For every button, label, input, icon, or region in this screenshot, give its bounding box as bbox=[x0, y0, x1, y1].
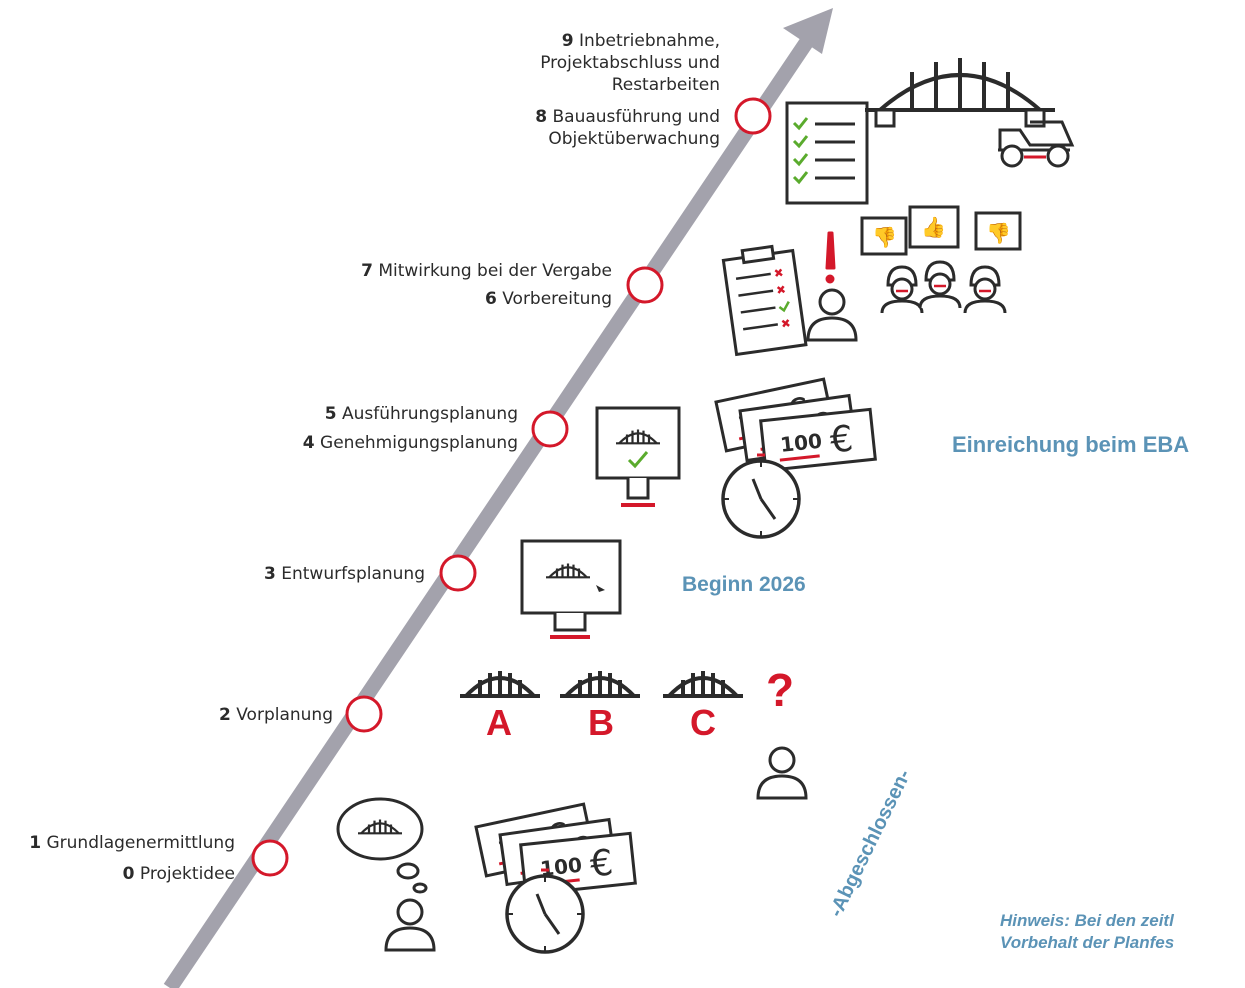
bridge-icon-variant-c bbox=[661, 669, 745, 698]
variant-label-a: A bbox=[486, 702, 512, 743]
phase-marker-3 bbox=[439, 554, 477, 592]
phase-text-7: Mitwirkung bei der Vergabe bbox=[378, 261, 612, 281]
speech-bubbles-icon: 👎 👍 👎 bbox=[860, 205, 1022, 256]
phase-number-3: 3 bbox=[264, 564, 276, 584]
phase-text-3: Entwurfsplanung bbox=[281, 564, 425, 584]
bridge-icon-variant-b bbox=[558, 669, 642, 698]
svg-text:👎: 👎 bbox=[986, 221, 1011, 245]
phase-text-0: Projektidee bbox=[139, 864, 235, 884]
exclamation-icon bbox=[825, 231, 836, 284]
svg-text:👍: 👍 bbox=[921, 215, 946, 239]
phase-number-8: 8 bbox=[535, 107, 548, 127]
phase-text-9-line2: Projektabschluss und bbox=[540, 53, 720, 73]
phase-label-7: 7 Mitwirkung bei der Vergabe bbox=[361, 260, 612, 282]
worker-icon-3 bbox=[963, 265, 1007, 315]
phase-text-1: Grundlagenermittlung bbox=[46, 833, 236, 853]
worker-icon-2 bbox=[918, 260, 962, 310]
phase-label-1: 1 Grundlagenermittlung bbox=[29, 832, 235, 854]
phase-label-8: 8 Bauausführung und Objektüberwachung bbox=[535, 106, 720, 150]
phase-label-4: 4 Genehmigungsplanung bbox=[303, 432, 518, 454]
svg-text:👎: 👎 bbox=[872, 225, 897, 249]
phase-text-4: Genehmigungsplanung bbox=[320, 433, 518, 453]
clipboard-icon bbox=[721, 244, 808, 357]
variant-label-c: C bbox=[690, 702, 716, 743]
bridge-icon-construction bbox=[865, 58, 1055, 128]
phase-label-9: 9 Inbetriebnahme, Projektabschluss und R… bbox=[540, 30, 720, 96]
phase-text-8: Bauausführung und bbox=[552, 107, 720, 127]
phase-number-9: 9 bbox=[561, 31, 574, 51]
phase-label-5: 5 Ausführungsplanung bbox=[325, 403, 518, 425]
bridge-icon-variant-a bbox=[458, 669, 542, 698]
phase-text-9: Inbetriebnahme, bbox=[578, 31, 720, 51]
phase-number-5: 5 bbox=[324, 404, 337, 424]
note-start-2026: Beginn 2026 bbox=[682, 573, 806, 596]
person-icon-deciding bbox=[756, 746, 808, 800]
worker-icon-1 bbox=[880, 265, 924, 315]
money-bills-icon-2 bbox=[714, 377, 877, 473]
phase-marker-6-7 bbox=[626, 266, 664, 304]
phase-marker-2 bbox=[345, 695, 383, 733]
hint-line-2: Vorbehalt der Planfes bbox=[1000, 933, 1175, 952]
phase-text-9-line3: Restarbeiten bbox=[611, 75, 720, 95]
phase-number-4: 4 bbox=[302, 433, 315, 453]
phase-marker-0-1 bbox=[251, 839, 289, 877]
person-icon-idea bbox=[384, 898, 436, 952]
dump-truck-icon bbox=[998, 120, 1075, 168]
hint-line-1: Hinweis: Bei den zeitl bbox=[1000, 911, 1174, 930]
timeline-arrow-shaft bbox=[163, 35, 815, 988]
note-eba-submission: Einreichung beim EBA bbox=[952, 432, 1190, 457]
thought-bubble-icon bbox=[336, 797, 428, 894]
phase-number-2: 2 bbox=[219, 705, 231, 725]
phase-label-2: 2 Vorplanung bbox=[219, 704, 333, 726]
approved-screen-icon bbox=[595, 406, 681, 507]
phase-number-7: 7 bbox=[361, 261, 373, 281]
checklist-icon bbox=[785, 101, 869, 205]
phase-number-1: 1 bbox=[29, 833, 42, 853]
phase-marker-8-9 bbox=[734, 97, 772, 135]
phase-number-6: 6 bbox=[484, 289, 497, 309]
phase-label-3: 3 Entwurfsplanung bbox=[264, 563, 425, 585]
phase-label-6: 6 Vorbereitung bbox=[485, 288, 612, 310]
design-screen-icon bbox=[520, 539, 622, 639]
question-mark: ? bbox=[766, 664, 794, 716]
variant-label-b: B bbox=[588, 702, 614, 743]
phase-text-6: Vorbereitung bbox=[502, 289, 612, 309]
phase-text-8-line2: Objektüberwachung bbox=[548, 129, 720, 149]
phase-number-0: 0 bbox=[122, 864, 135, 884]
timeline-arrow-head bbox=[783, 8, 833, 54]
person-icon-planner bbox=[806, 288, 858, 342]
phase-text-5: Ausführungsplanung bbox=[341, 404, 518, 424]
phase-text-2: Vorplanung bbox=[236, 705, 333, 725]
phase-marker-4-5 bbox=[531, 410, 569, 448]
phase-label-0: 0 Projektidee bbox=[123, 863, 235, 885]
